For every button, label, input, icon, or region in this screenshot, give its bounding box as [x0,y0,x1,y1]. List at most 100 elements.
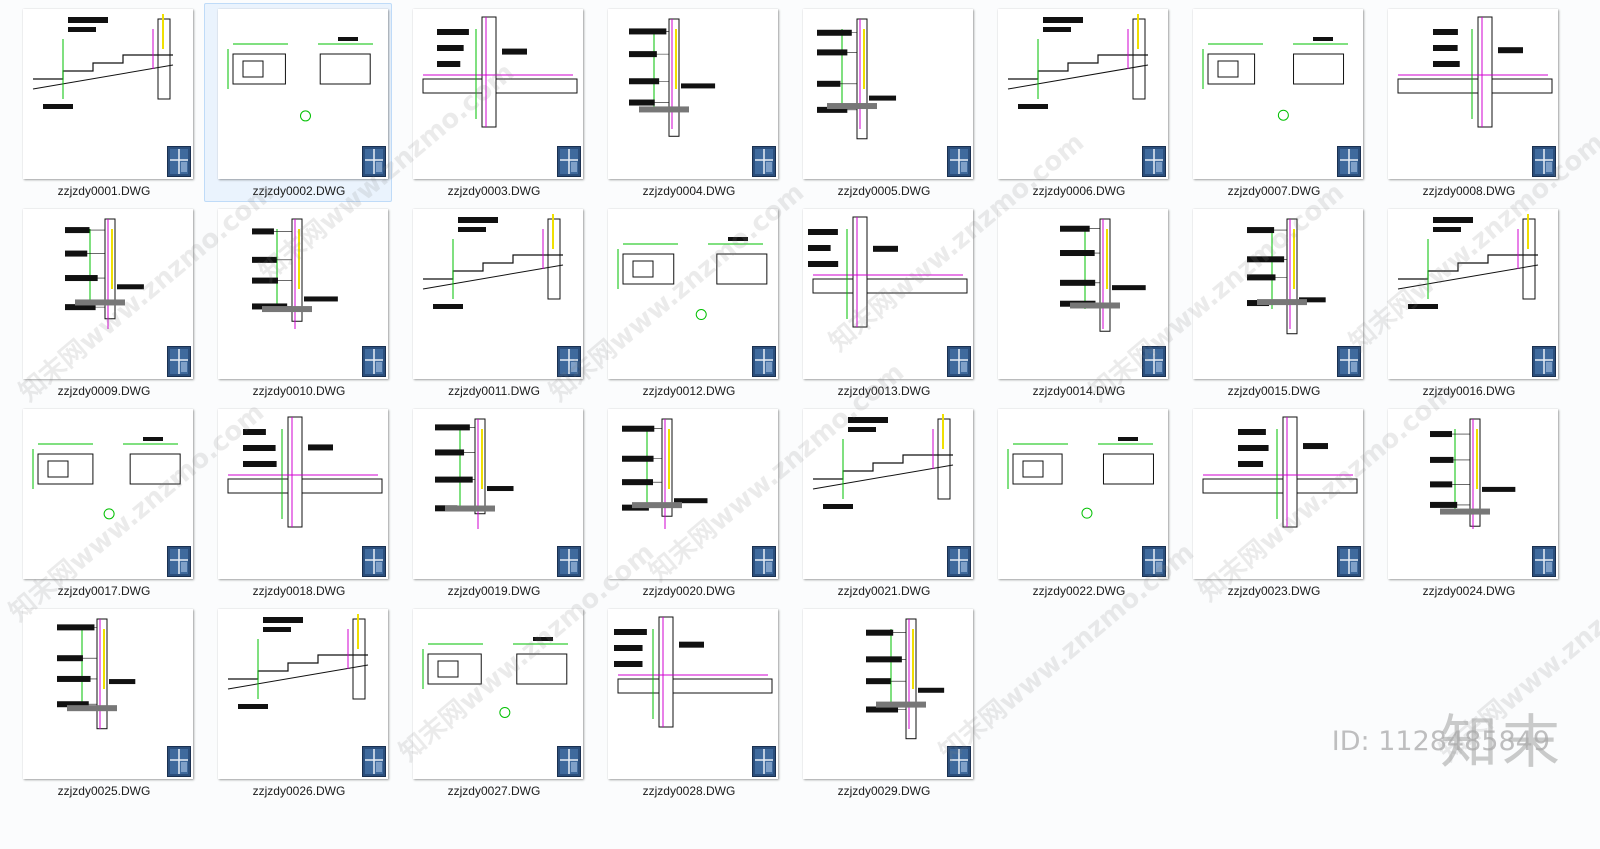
file-name[interactable]: zzjzdy0001.DWG [57,184,151,198]
file-item[interactable]: zzjzdy0001.DWG [9,3,197,202]
dwg-file-icon [362,746,386,777]
file-item[interactable]: zzjzdy0005.DWG [789,3,977,202]
file-thumbnail[interactable] [803,9,973,179]
file-thumbnail[interactable] [413,609,583,779]
file-thumbnail[interactable] [998,9,1168,179]
file-thumbnail[interactable] [218,9,388,179]
dwg-file-icon [1142,346,1166,377]
file-item[interactable]: zzjzdy0026.DWG [204,603,392,802]
file-name[interactable]: zzjzdy0028.DWG [642,784,736,798]
dwg-file-icon [1532,146,1556,177]
file-item[interactable]: zzjzdy0025.DWG [9,603,197,802]
file-thumbnail[interactable] [998,409,1168,579]
file-name[interactable]: zzjzdy0029.DWG [837,784,931,798]
file-item[interactable]: zzjzdy0009.DWG [9,203,197,402]
file-item[interactable]: zzjzdy0022.DWG [984,403,1172,602]
file-item[interactable]: zzjzdy0004.DWG [594,3,782,202]
file-item[interactable]: zzjzdy0024.DWG [1374,403,1562,602]
file-name[interactable]: zzjzdy0003.DWG [447,184,541,198]
file-name[interactable]: zzjzdy0004.DWG [642,184,736,198]
file-item[interactable]: zzjzdy0018.DWG [204,403,392,602]
file-item[interactable]: zzjzdy0023.DWG [1179,403,1367,602]
cad-drawing-preview [57,618,136,730]
file-name[interactable]: zzjzdy0008.DWG [1422,184,1516,198]
file-thumbnail[interactable] [218,409,388,579]
file-thumbnail[interactable] [803,209,973,379]
cad-drawing-preview [227,416,383,528]
cad-drawing-preview [866,618,945,740]
file-item[interactable]: zzjzdy0003.DWG [399,3,587,202]
file-item[interactable]: zzjzdy0028.DWG [594,603,782,802]
file-thumbnail[interactable] [23,409,193,579]
file-thumbnail[interactable] [608,609,778,779]
file-name[interactable]: zzjzdy0002.DWG [252,184,346,198]
file-thumbnail[interactable] [23,9,193,179]
file-item[interactable]: zzjzdy0019.DWG [399,403,587,602]
file-name[interactable]: zzjzdy0014.DWG [1032,384,1126,398]
file-name[interactable]: zzjzdy0023.DWG [1227,584,1321,598]
cad-drawing-preview [812,414,954,509]
file-item[interactable]: zzjzdy0016.DWG [1374,203,1562,402]
file-name[interactable]: zzjzdy0007.DWG [1227,184,1321,198]
file-thumbnail[interactable] [998,209,1168,379]
file-item[interactable]: zzjzdy0021.DWG [789,403,977,602]
file-name[interactable]: zzjzdy0015.DWG [1227,384,1321,398]
cad-drawing-preview [622,418,708,529]
file-item[interactable]: zzjzdy0011.DWG [399,203,587,402]
file-thumbnail[interactable] [803,409,973,579]
file-name[interactable]: zzjzdy0011.DWG [448,384,540,398]
file-name[interactable]: zzjzdy0021.DWG [837,584,931,598]
file-thumbnail[interactable] [1388,9,1558,179]
file-thumbnail[interactable] [608,9,778,179]
file-thumbnail[interactable] [1388,209,1558,379]
file-item[interactable]: zzjzdy0012.DWG [594,203,782,402]
file-name[interactable]: zzjzdy0005.DWG [837,184,931,198]
file-thumbnail[interactable] [1388,409,1558,579]
file-item[interactable]: zzjzdy0010.DWG [204,203,392,402]
file-name[interactable]: zzjzdy0027.DWG [447,784,541,798]
file-item[interactable]: zzjzdy0027.DWG [399,603,587,802]
cad-drawing-preview [1397,214,1539,309]
file-thumbnail[interactable] [413,9,583,179]
file-item[interactable]: zzjzdy0013.DWG [789,203,977,402]
file-item[interactable]: zzjzdy0015.DWG [1179,203,1367,402]
file-thumbnail[interactable] [1193,209,1363,379]
cad-drawing-preview [817,18,897,140]
file-name[interactable]: zzjzdy0025.DWG [57,784,151,798]
file-name[interactable]: zzjzdy0022.DWG [1032,584,1126,598]
file-thumbnail[interactable] [608,409,778,579]
file-thumbnail[interactable] [1193,9,1363,179]
file-thumbnail[interactable] [23,209,193,379]
file-thumbnail[interactable] [218,609,388,779]
file-item[interactable]: zzjzdy0002.DWG [204,3,392,202]
file-item[interactable]: zzjzdy0014.DWG [984,203,1172,402]
file-name[interactable]: zzjzdy0016.DWG [1422,384,1516,398]
file-name[interactable]: zzjzdy0010.DWG [252,384,346,398]
file-item[interactable]: zzjzdy0008.DWG [1374,3,1562,202]
file-name[interactable]: zzjzdy0026.DWG [252,784,346,798]
file-name[interactable]: zzjzdy0009.DWG [57,384,151,398]
file-name[interactable]: zzjzdy0024.DWG [1422,584,1516,598]
file-name[interactable]: zzjzdy0020.DWG [642,584,736,598]
file-thumbnail[interactable] [23,609,193,779]
file-name[interactable]: zzjzdy0006.DWG [1032,184,1126,198]
file-thumbnail[interactable] [803,609,973,779]
file-thumbnail[interactable] [413,409,583,579]
file-thumbnail[interactable] [218,209,388,379]
file-thumbnail[interactable] [608,209,778,379]
cad-drawing-preview [1202,37,1348,121]
file-name[interactable]: zzjzdy0017.DWG [57,584,151,598]
file-item[interactable]: zzjzdy0007.DWG [1179,3,1367,202]
file-name[interactable]: zzjzdy0013.DWG [837,384,931,398]
file-thumbnail[interactable] [1193,409,1363,579]
file-name[interactable]: zzjzdy0018.DWG [252,584,346,598]
file-item[interactable]: zzjzdy0020.DWG [594,403,782,602]
file-item[interactable]: zzjzdy0017.DWG [9,403,197,602]
dwg-file-icon [752,746,776,777]
file-name[interactable]: zzjzdy0019.DWG [447,584,541,598]
file-thumbnail[interactable] [413,209,583,379]
file-item[interactable]: zzjzdy0029.DWG [789,603,977,802]
file-name[interactable]: zzjzdy0012.DWG [642,384,736,398]
cad-drawing-preview [1430,418,1516,529]
file-item[interactable]: zzjzdy0006.DWG [984,3,1172,202]
